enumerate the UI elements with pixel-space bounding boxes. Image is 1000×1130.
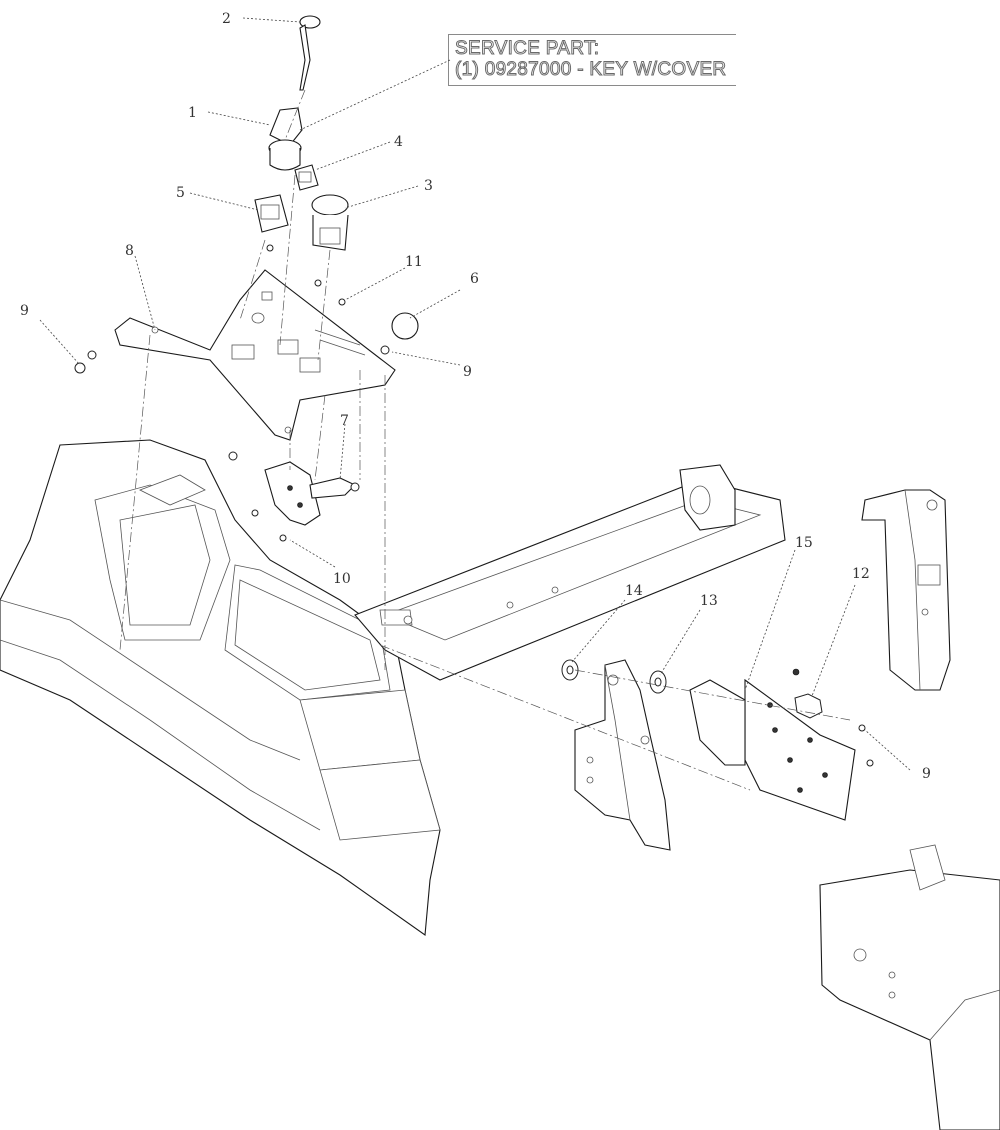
console-body [0,439,441,936]
callout-3: 3 [424,178,433,194]
frame-beam [354,464,786,681]
callout-9-mid: 9 [463,364,472,380]
callout-9-left: 9 [20,303,29,319]
part-2-key [299,15,321,91]
lower-right-frame [819,844,1000,1130]
callout-labels: 2 1 4 3 5 8 11 6 9 9 7 10 15 12 14 13 9 [20,11,931,782]
part-12-bolt [792,668,823,719]
part-1-key-switch [268,107,303,171]
callout-11: 11 [405,254,423,270]
callout-4: 4 [394,134,403,150]
callout-10: 10 [333,571,351,587]
part-7-assembly [264,461,360,526]
leader-lines [39,17,911,771]
callout-12: 12 [852,566,870,582]
callout-2: 2 [222,11,231,27]
callout-8: 8 [125,243,134,259]
part-5-rocker-switch [254,194,289,233]
callout-15: 15 [795,535,813,551]
assembly-lines [119,89,851,791]
part-14-bracket [574,659,671,851]
part-15-plate [689,678,856,821]
part-14-washer [561,659,579,681]
part-3-push-button [311,194,349,251]
part-13-washer [649,670,667,694]
callout-6: 6 [470,271,479,287]
callout-14: 14 [625,583,643,599]
service-part-detail: (1) 09287000 - KEY W/COVER [455,59,727,81]
service-part-title: SERVICE PART: [455,38,600,60]
part-8-mounting-plate [114,269,396,441]
part-6-knob [391,312,419,340]
callout-13: 13 [700,593,718,609]
callout-7: 7 [340,413,349,429]
part-4-rocker-switch [294,164,319,191]
small-hardware [74,244,874,767]
callout-9-right: 9 [922,766,931,782]
callout-5: 5 [176,185,185,201]
callout-1: 1 [188,105,197,121]
right-bracket-upper [861,489,951,691]
service-part-note: SERVICE PART: (1) 09287000 - KEY W/COVER [448,34,736,86]
